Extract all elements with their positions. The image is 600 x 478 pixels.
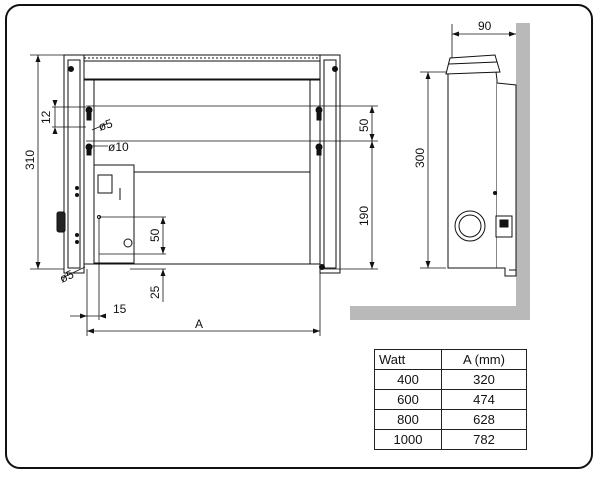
table-cell: 628 bbox=[441, 409, 527, 430]
table-header-row: Watt A (mm) bbox=[374, 349, 527, 370]
dim-hole-large: ø10 bbox=[108, 140, 129, 154]
dim-hole-bottom: ø5 bbox=[57, 267, 76, 286]
front-dimensions bbox=[30, 54, 378, 336]
dim-bracket-spacing: 50 bbox=[357, 118, 371, 132]
side-view bbox=[350, 23, 530, 320]
dim-side-height: 300 bbox=[413, 148, 427, 168]
table-row: 800 628 bbox=[374, 409, 527, 430]
frame-border bbox=[5, 4, 593, 469]
dim-left-offset: 15 bbox=[113, 302, 127, 316]
table-row: 1000 782 bbox=[374, 429, 527, 450]
dim-side-depth: 90 bbox=[478, 19, 492, 33]
table-cell: 474 bbox=[441, 389, 527, 410]
wattage-table: Watt A (mm) 400 320 600 474 800 628 1000… bbox=[374, 349, 527, 450]
table-cell: 782 bbox=[441, 429, 527, 450]
dim-hole-small: ø5 bbox=[97, 116, 115, 134]
dim-width-a: A bbox=[195, 317, 203, 331]
dim-bottom-offset: 25 bbox=[148, 285, 162, 299]
dim-inner-bracket: 50 bbox=[148, 228, 162, 242]
floor bbox=[350, 306, 530, 320]
wall bbox=[516, 23, 530, 320]
table-cell: 400 bbox=[374, 369, 442, 390]
dim-hole-vertical: 190 bbox=[357, 206, 371, 226]
table-cell: 320 bbox=[441, 369, 527, 390]
front-view bbox=[56, 54, 341, 274]
table-header-a: A (mm) bbox=[441, 349, 527, 370]
table-row: 600 474 bbox=[374, 389, 527, 410]
table-cell: 1000 bbox=[374, 429, 442, 450]
arrowheads bbox=[35, 55, 375, 334]
dim-overall-height: 310 bbox=[23, 150, 37, 170]
table-row: 400 320 bbox=[374, 369, 527, 390]
dim-top-offset: 12 bbox=[39, 110, 53, 124]
table-header-watt: Watt bbox=[374, 349, 442, 370]
table-cell: 800 bbox=[374, 409, 442, 430]
table-cell: 600 bbox=[374, 389, 442, 410]
